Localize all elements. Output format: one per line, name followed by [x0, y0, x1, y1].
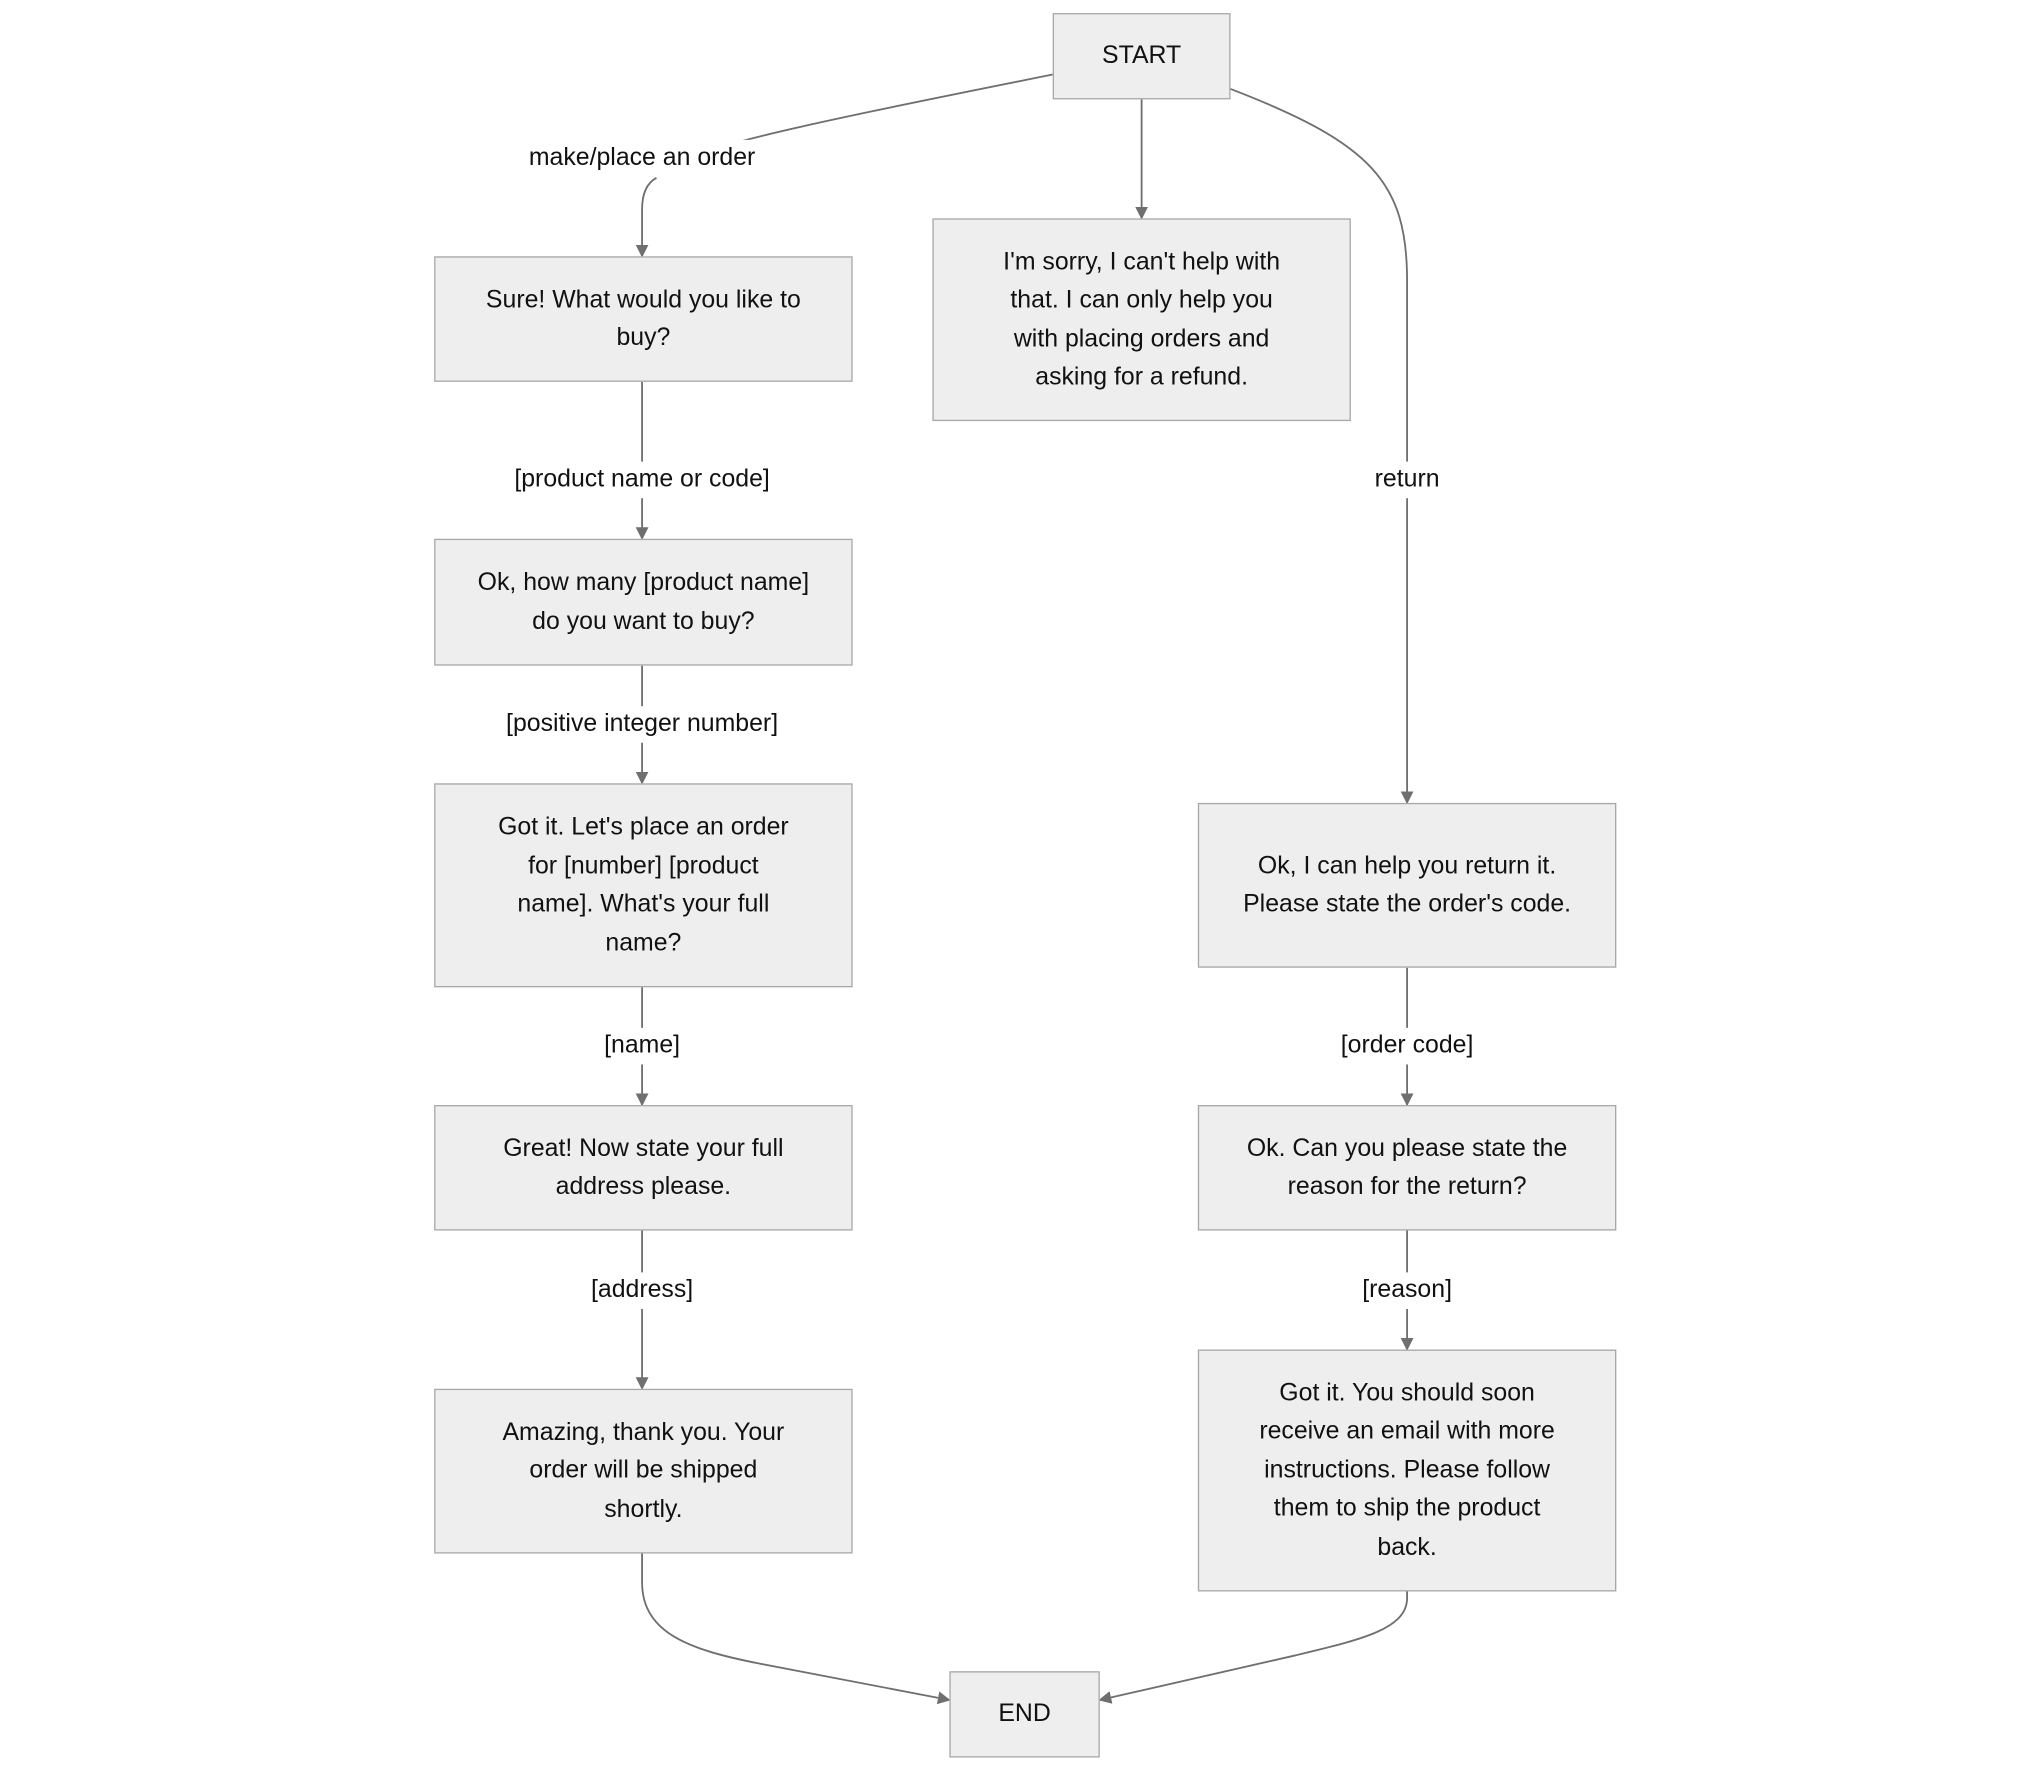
node-how-many: Ok, how many [product name] do you want … — [434, 538, 853, 666]
edge-label-integer: [positive integer number] — [500, 706, 784, 743]
node-end: END — [949, 1671, 1100, 1758]
node-start: START — [1052, 13, 1231, 100]
node-reason: Ok. Can you please state the reason for … — [1197, 1105, 1617, 1231]
edge-start-to-buy — [642, 73, 1053, 257]
edge-label-reason: [reason] — [1356, 1272, 1458, 1310]
node-email: Got it. You should soon receive an email… — [1197, 1349, 1617, 1592]
edge-label-name: [name] — [598, 1027, 686, 1065]
node-return-help: Ok, I can help you return it. Please sta… — [1197, 802, 1617, 968]
edge-label-order: make/place an order — [523, 139, 761, 177]
edge-email-to-end — [1098, 1591, 1409, 1704]
edge-start-to-return-help — [1230, 88, 1414, 805]
edge-label-return: return — [1369, 461, 1445, 499]
node-sorry: I'm sorry, I can't help with that. I can… — [932, 218, 1351, 422]
edge-label-address: [address] — [585, 1272, 699, 1310]
edge-label-order-code: [order code] — [1335, 1027, 1479, 1065]
node-address: Great! Now state your full address pleas… — [434, 1105, 853, 1231]
edge-label-product: [product name or code] — [509, 461, 776, 499]
node-full-name: Got it. Let's place an order for [number… — [434, 783, 853, 988]
edge-shipped-to-end — [641, 1553, 951, 1705]
node-buy: Sure! What would you like to buy? — [434, 256, 853, 382]
node-shipped: Amazing, thank you. Your order will be s… — [434, 1388, 853, 1554]
